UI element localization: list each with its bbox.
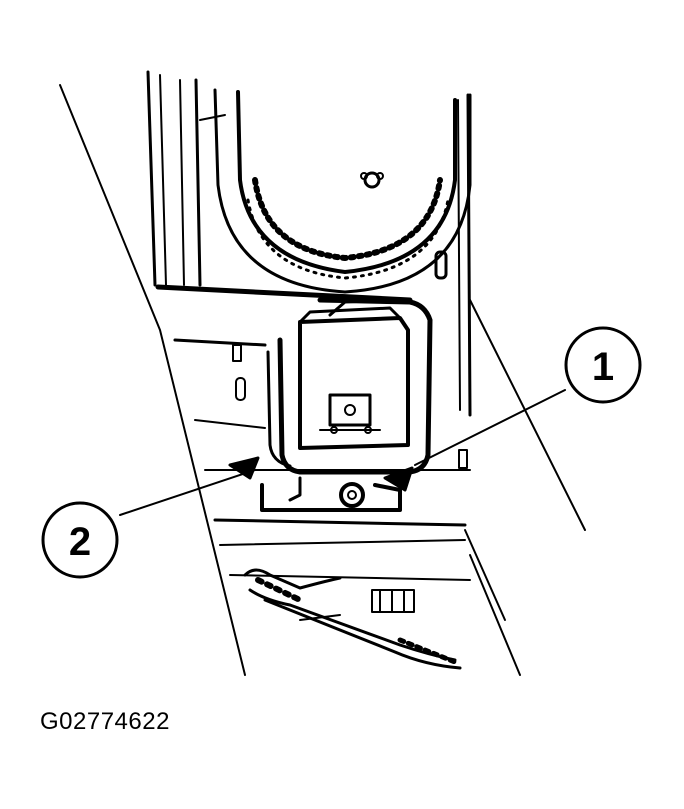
- housing-slot: [434, 250, 448, 280]
- callout-1: 1: [564, 326, 642, 404]
- u-shaped-housing: [213, 88, 472, 294]
- left-outer-edge-line: [59, 84, 246, 676]
- callout-2: 2: [41, 501, 119, 579]
- wiring-harness: [243, 568, 462, 670]
- release-tab-arrow-1: [383, 466, 414, 492]
- figure-id: G02774622: [40, 708, 170, 735]
- callout-1-label: 1: [592, 345, 614, 389]
- switch-assembly: [260, 297, 433, 512]
- release-tab-arrow-2: [228, 456, 260, 480]
- leader-line-2: [119, 469, 256, 516]
- mounting-screw: [339, 482, 365, 508]
- mounting-panel: [155, 284, 521, 676]
- callout-2-label: 2: [69, 520, 91, 564]
- u-housing-bolt: [363, 171, 381, 189]
- leader-line-1: [414, 389, 566, 466]
- right-outer-edge-line: [469, 299, 586, 531]
- steering-column: [146, 70, 472, 417]
